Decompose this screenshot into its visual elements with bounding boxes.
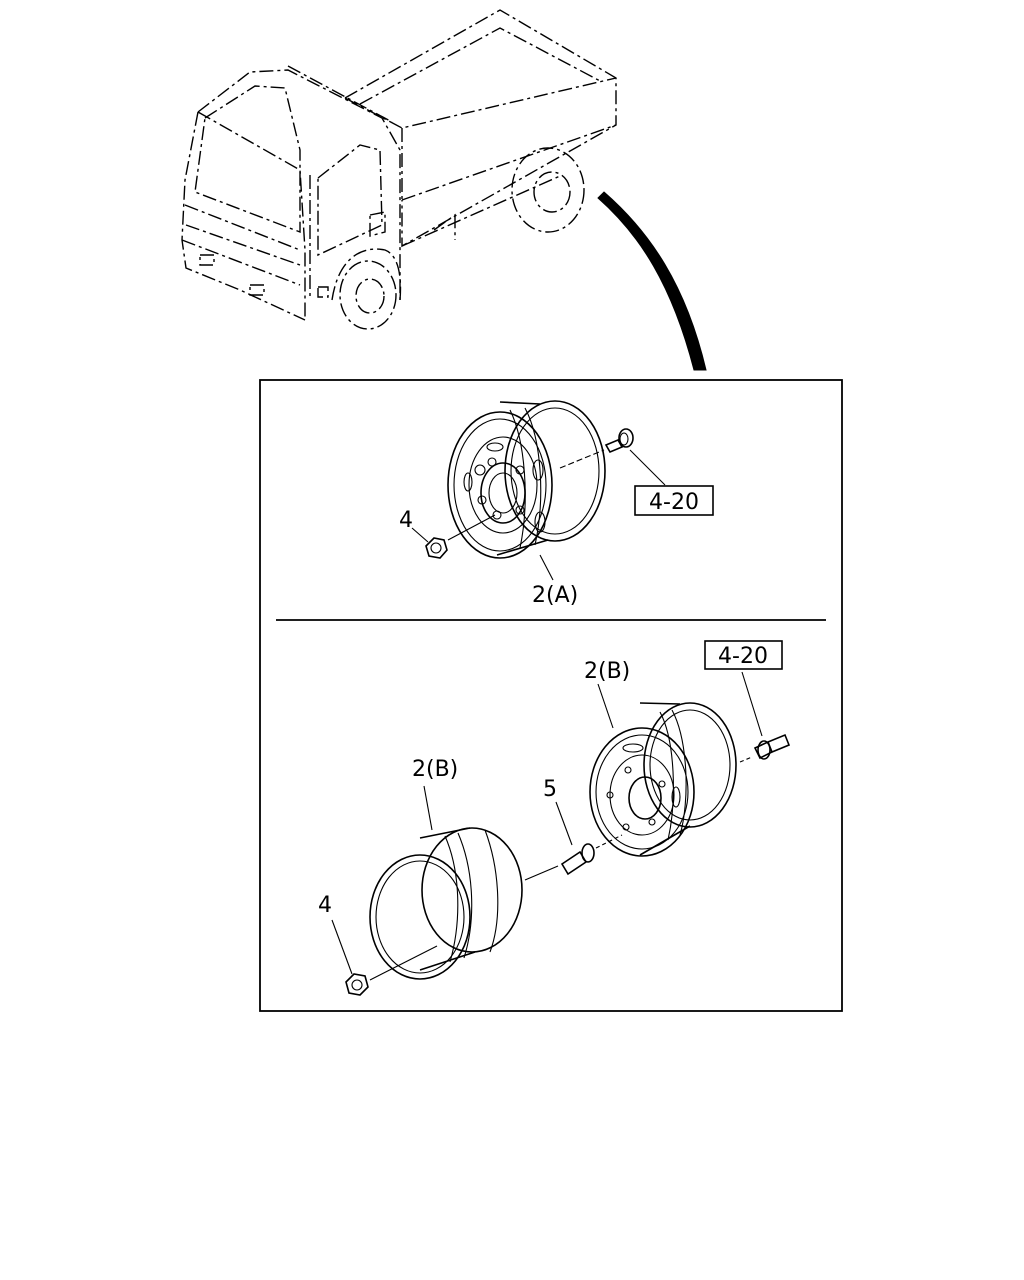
truck-illustration (181, 9, 617, 330)
ref-label-a: 4-20 (649, 490, 699, 515)
leader-b-nut (331, 919, 353, 975)
wheel-stud-b-right (739, 733, 791, 763)
wheel-nut-b (345, 945, 438, 996)
ref-label-b: 4-20 (718, 644, 768, 669)
leader-a-nut (411, 527, 429, 543)
ref-box-a (634, 485, 714, 516)
wheel-nut-a (425, 514, 496, 559)
leader-a-ref (629, 449, 666, 486)
wheel-b-rim (369, 827, 523, 980)
label-nut-a: 4 (399, 508, 413, 533)
label-nut-b: 4 (318, 893, 332, 918)
wheel-stud-5 (524, 834, 623, 881)
callout-arrow (597, 191, 707, 371)
wheel-a (447, 400, 606, 559)
leader-b-stud (555, 801, 573, 846)
leader-b-wheel-right (597, 683, 614, 729)
leader-b-ref (741, 671, 763, 737)
label-wheel-b-left: 2(B) (412, 757, 458, 782)
leader-a-wheel (539, 554, 554, 581)
wheel-b-disc (589, 702, 737, 857)
detail-box (259, 379, 843, 1012)
label-wheel-a: 2(A) (532, 583, 578, 608)
wheel-stud-a (559, 428, 634, 469)
ref-box-b (704, 640, 783, 670)
label-wheel-b-right: 2(B) (584, 659, 630, 684)
leader-b-wheel-left (423, 785, 433, 831)
label-stud-5: 5 (543, 777, 557, 802)
